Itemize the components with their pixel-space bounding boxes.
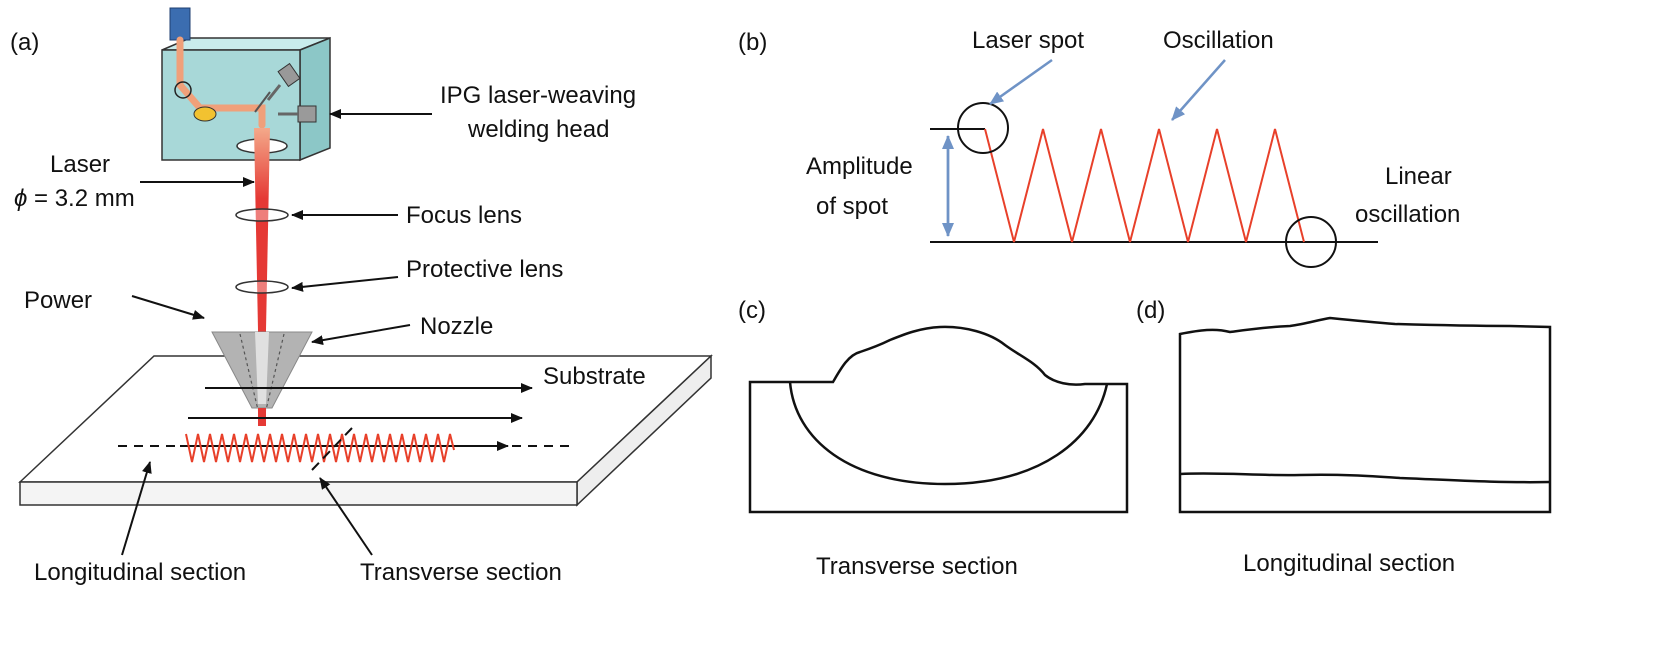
label-oscillation: Oscillation [1163,27,1274,54]
label-protective-lens: Protective lens [406,256,563,283]
label-amplitude-1: Amplitude [806,153,913,180]
label-welding-head-1: IPG laser-weaving [440,82,636,109]
label-power: Power [24,287,92,314]
laser-spot-end [1285,216,1337,268]
label-linear-2: oscillation [1355,201,1460,228]
oscillation-zigzag [984,128,1305,243]
label-nozzle: Nozzle [420,313,493,340]
galvo-motor-side [278,105,317,123]
panel-label-a: (a) [10,29,39,56]
longitudinal-section-outline [1178,316,1552,514]
transverse-section-outline [748,325,1129,514]
label-substrate: Substrate [543,363,646,390]
panel-label-b: (b) [738,29,767,56]
label-welding-head-2: welding head [467,116,609,143]
panel-label-c: (c) [738,297,766,324]
label-linear-1: Linear [1385,163,1452,190]
focus-lens [235,208,289,222]
caption-longitudinal: Longitudinal section [1243,550,1455,577]
panel-c: (c) Transverse section [738,297,1129,580]
longitudinal-fusion-boundary [1179,472,1551,484]
galvo-motor-top [266,62,301,101]
laser-spot-start [957,102,1009,154]
panel-b: (b) Laser spot Oscillation Amplitude of … [738,27,1460,268]
protective-lens [235,280,289,294]
label-laser-spot: Laser spot [972,27,1084,54]
welding-head [161,7,331,162]
label-longitudinal-section: Longitudinal section [34,559,246,586]
weld-oscillation-track [185,433,455,463]
panel-label-d: (d) [1136,297,1165,324]
phi-symbol: ϕ [14,185,27,212]
label-laser: Laser [50,151,110,178]
label-focus-lens: Focus lens [406,202,522,229]
label-transverse-section: Transverse section [360,559,562,586]
label-laser-diameter: ϕ = 3.2 mm [14,185,135,212]
laser-beam [254,128,270,330]
panel-a: (a) [10,7,713,586]
transverse-fusion-boundary [788,381,1109,486]
diameter-value: = 3.2 mm [27,185,134,212]
caption-transverse: Transverse section [816,553,1018,580]
panel-d: (d) Longitudinal section [1136,297,1552,577]
label-amplitude-2: of spot [816,193,888,220]
